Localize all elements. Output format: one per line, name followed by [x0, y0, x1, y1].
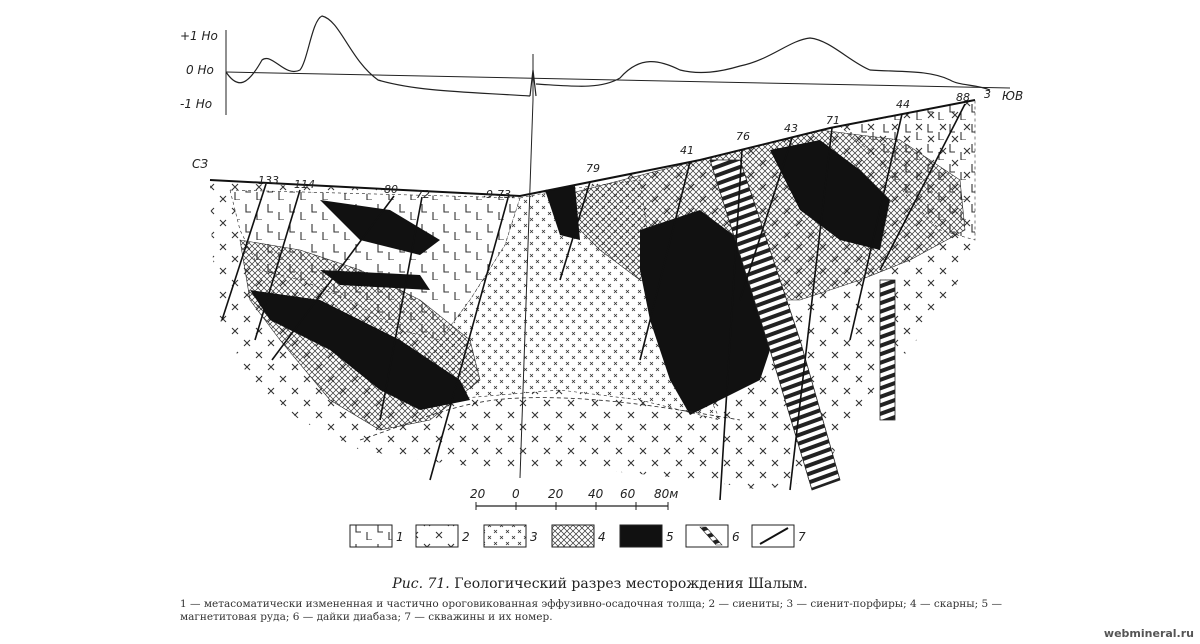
legend-item-6: 6	[685, 524, 740, 548]
profile-curve	[225, 15, 991, 97]
diabase-dike-1	[709, 159, 841, 491]
volcanic-zone-right	[839, 99, 976, 241]
borehole-label: 114	[294, 178, 315, 191]
borehole-label: 44	[896, 98, 910, 111]
borehole-label: 3	[984, 88, 991, 101]
svg-text:5: 5	[666, 530, 674, 544]
ground-surface	[209, 99, 976, 198]
borehole-label: 88	[956, 91, 970, 104]
borehole-label: 9-73	[486, 188, 511, 201]
svg-text:6: 6	[732, 530, 740, 544]
ore-body-3	[250, 290, 470, 410]
borehole-label: 43	[784, 122, 798, 135]
legend-item-7: 7	[751, 524, 806, 548]
borehole-label: 41	[680, 144, 694, 157]
contact-line	[359, 397, 741, 441]
borehole-line-43	[739, 137, 793, 301]
borehole-line-76	[719, 149, 743, 501]
borehole-line-9-73	[429, 197, 509, 481]
borehole-line-71	[789, 127, 833, 491]
svg-text:7: 7	[798, 530, 806, 544]
scale-tick: 60	[620, 487, 636, 501]
borehole-label: 79	[586, 162, 600, 175]
borehole-label: 71	[826, 114, 840, 127]
ore-body-1	[320, 200, 440, 255]
ore-body-4	[545, 186, 580, 240]
ore-body-5	[640, 210, 770, 415]
ore-body-2	[320, 270, 430, 290]
diabase-dike-2	[879, 279, 896, 421]
legend-item-1: 1	[349, 524, 404, 548]
legend-item-2: 2	[415, 524, 470, 548]
legend-item-3: 3	[483, 524, 538, 548]
borehole-line-41	[639, 161, 691, 361]
direction-left: СЗ	[192, 157, 208, 171]
borehole-label: 76	[736, 130, 750, 143]
borehole-label: 72	[416, 188, 430, 201]
figure-number: Рис. 71.	[392, 576, 450, 592]
borehole-label: 133	[258, 174, 279, 187]
ore-body-6	[770, 140, 890, 250]
profile-label-minus: -1 Ho	[180, 97, 212, 111]
profile-baseline	[225, 71, 1011, 89]
svg-text:3: 3	[530, 530, 538, 544]
borehole-line-72	[379, 196, 423, 421]
profile-label-plus: +1 Ho	[180, 29, 218, 43]
legend-item-4: 4	[551, 524, 606, 548]
svg-text:2: 2	[462, 530, 470, 544]
cross-section	[209, 99, 976, 491]
borehole-line-133	[221, 183, 267, 321]
legend-item-5: 5	[619, 524, 674, 548]
scale-tick: 0	[512, 487, 520, 501]
borehole-line-44	[849, 113, 903, 341]
legend: 1 2 3 4 5 6 7	[349, 524, 806, 548]
scale-tick: 20	[470, 487, 486, 501]
section-divider	[519, 99, 534, 479]
scale-bar: 20 0 20 40 60 80м	[470, 487, 678, 510]
magnetic-profile: +1 Ho 0 Ho -1 Ho	[180, 15, 1011, 115]
figure-caption: Рис. 71. Геологический разрез месторожде…	[0, 576, 1200, 592]
scale-tick: 20	[548, 487, 564, 501]
boreholes	[221, 103, 966, 501]
scale-tick: 80м	[654, 487, 678, 501]
svg-text:1: 1	[396, 530, 404, 544]
borehole-label: 80	[384, 183, 398, 196]
watermark: webmineral.ru	[1103, 627, 1194, 640]
borehole-line-114	[254, 189, 301, 341]
figure-description: 1 — метасоматически измененная и частичн…	[180, 598, 1003, 623]
figure-title: Геологический разрез месторождения Шалым…	[454, 576, 808, 592]
borehole-line-88	[879, 103, 966, 271]
profile-label-zero: 0 Ho	[186, 63, 214, 77]
svg-text:4: 4	[598, 530, 606, 544]
borehole-line-79	[559, 181, 591, 281]
direction-right: ЮВ	[1002, 89, 1023, 103]
scale-tick: 40	[588, 487, 604, 501]
borehole-line-80	[271, 195, 395, 361]
